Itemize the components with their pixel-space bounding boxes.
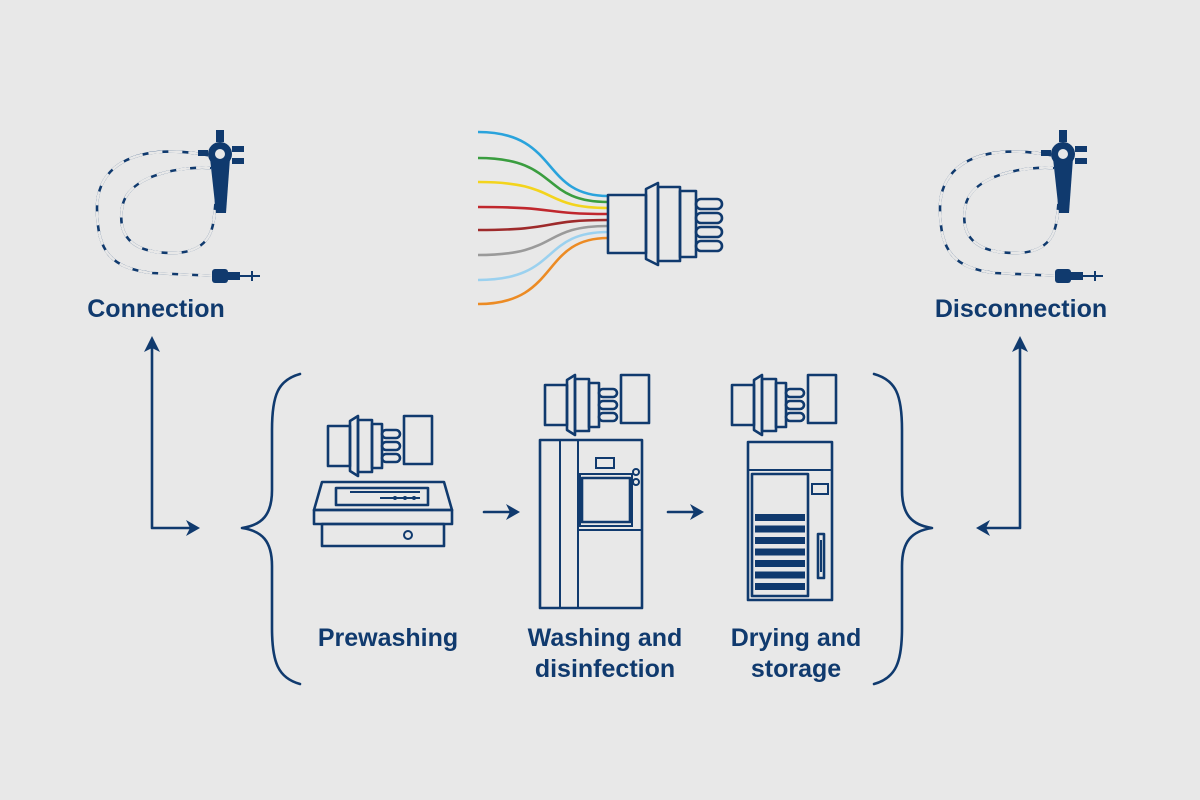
prewashing-label: Prewashing: [317, 624, 459, 652]
connector-icon: [730, 373, 838, 437]
wire: [477, 156, 609, 204]
wire: [477, 130, 609, 198]
wire: [477, 180, 609, 210]
wire: [477, 230, 609, 282]
return-arrow-right: [978, 342, 1022, 530]
wire: [477, 236, 609, 306]
cabinet-shelf: [755, 525, 805, 533]
endoscope-icon: [938, 128, 1105, 285]
washing-label-line1: Washing and: [527, 624, 683, 652]
wire: [477, 218, 609, 232]
right-brace: [872, 372, 934, 686]
connection-label: Connection: [87, 295, 225, 323]
drying-label-line1: Drying and: [730, 624, 862, 652]
washing-label-line2: disinfection: [534, 655, 676, 683]
left-brace: [240, 372, 302, 686]
cabinet-shelf: [755, 548, 805, 556]
cabinet-shelf: [755, 537, 805, 544]
wire: [477, 205, 609, 216]
wire: [477, 224, 609, 257]
cabinet-shelf: [755, 583, 805, 590]
cabinet-shelf: [755, 560, 805, 567]
connector-icon: [543, 373, 651, 437]
washer-disinfector-icon: [538, 438, 644, 610]
connector-icon: [326, 414, 434, 478]
drying-label-line2: storage: [750, 655, 842, 683]
prewash-station-icon: [312, 480, 454, 548]
disconnection-label: Disconnection: [934, 295, 1108, 323]
drying-cabinet-icon: [746, 440, 834, 602]
cabinet-shelf: [755, 571, 805, 579]
return-arrow-left: [150, 342, 198, 530]
washing-label: Washing and disinfection: [500, 623, 710, 685]
drying-label: Drying and storage: [700, 623, 892, 685]
wires-group: [477, 130, 609, 306]
endoscope-icon: [95, 128, 262, 285]
cabinet-shelf: [755, 514, 805, 521]
connector-with-wires-icon: [606, 181, 724, 267]
